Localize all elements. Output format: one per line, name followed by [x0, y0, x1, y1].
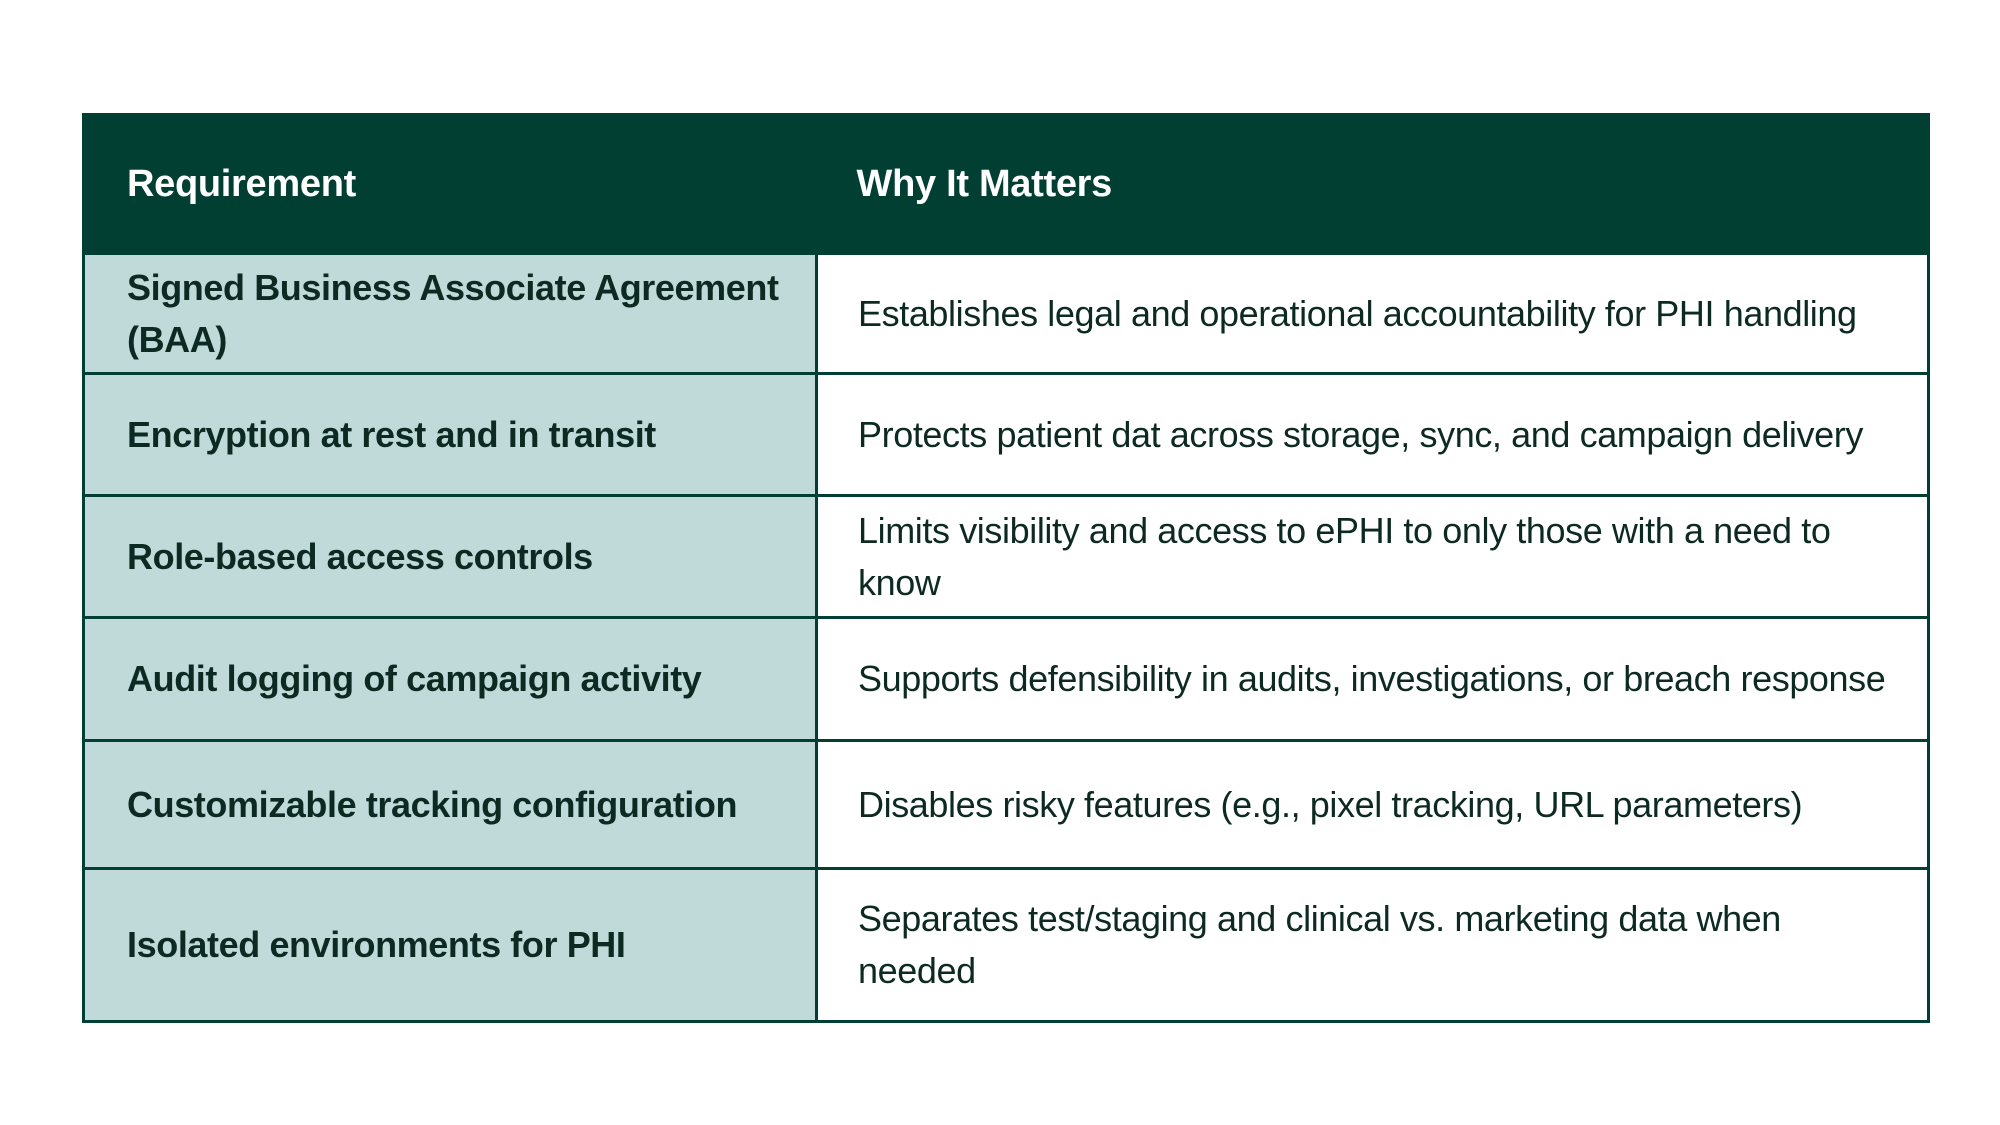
header-why-it-matters: Why It Matters — [816, 114, 1929, 254]
table-header: Requirement Why It Matters — [83, 114, 1929, 254]
why-cell: Protects patient dat across storage, syn… — [815, 372, 1930, 497]
table-row: Role-based access controls Limits visibi… — [82, 494, 1930, 619]
requirement-cell: Audit logging of campaign activity — [82, 616, 818, 742]
why-cell: Disables risky features (e.g., pixel tra… — [815, 739, 1930, 870]
header-row: Requirement Why It Matters — [83, 114, 1929, 254]
why-cell: Separates test/staging and clinical vs. … — [815, 867, 1930, 1023]
requirements-table: Requirement Why It Matters Signed Busine… — [82, 113, 1930, 1023]
why-cell: Supports defensibility in audits, invest… — [815, 616, 1930, 742]
requirement-cell: Customizable tracking configuration — [82, 739, 818, 870]
why-cell: Establishes legal and operational accoun… — [815, 252, 1930, 375]
header-requirement: Requirement — [83, 114, 817, 254]
table-body: Signed Business Associate Agreement (BAA… — [82, 252, 1930, 1023]
why-cell: Limits visibility and access to ePHI to … — [815, 494, 1930, 619]
table-row: Customizable tracking configuration Disa… — [82, 739, 1930, 870]
table-row: Isolated environments for PHI Separates … — [82, 867, 1930, 1023]
requirement-cell: Signed Business Associate Agreement (BAA… — [82, 252, 818, 375]
requirement-cell: Role-based access controls — [82, 494, 818, 619]
table-row: Encryption at rest and in transit Protec… — [82, 372, 1930, 497]
table-row: Signed Business Associate Agreement (BAA… — [82, 252, 1930, 375]
requirement-cell: Isolated environments for PHI — [82, 867, 818, 1023]
requirement-cell: Encryption at rest and in transit — [82, 372, 818, 497]
table-row: Audit logging of campaign activity Suppo… — [82, 616, 1930, 742]
